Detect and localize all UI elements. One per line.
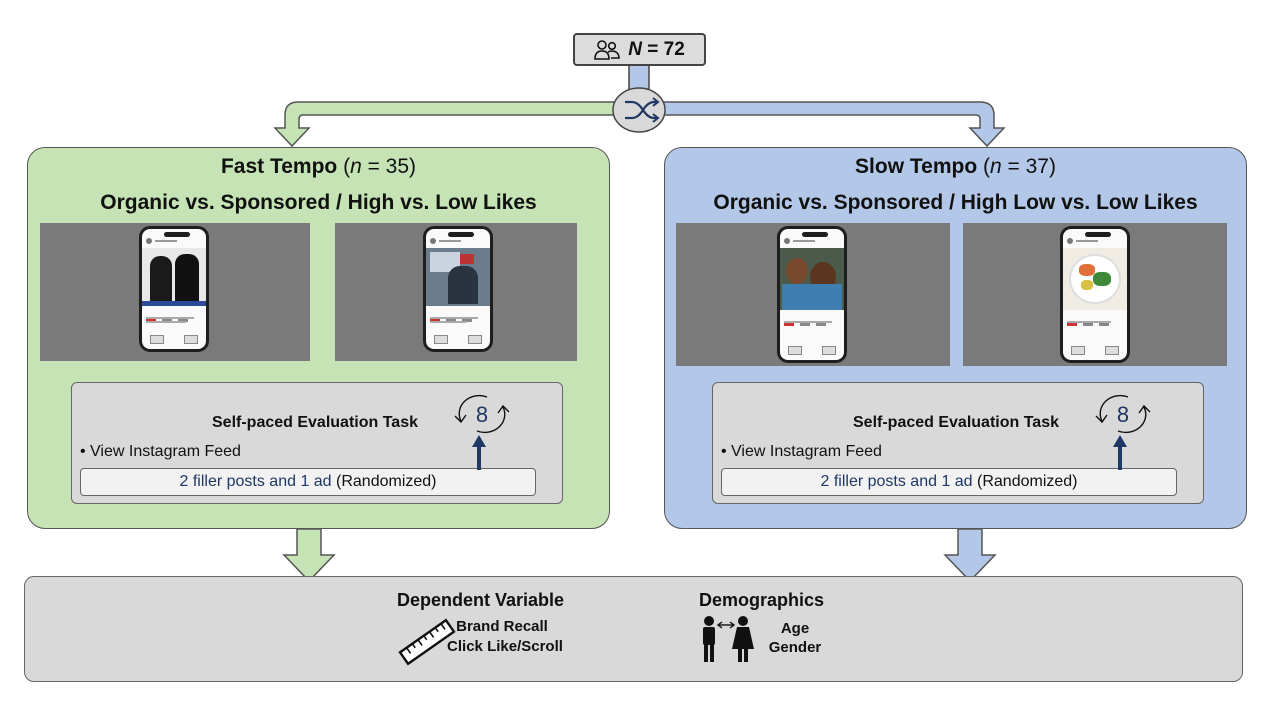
demographics-item: Age	[780, 620, 810, 637]
loop-icon: 8	[454, 394, 510, 434]
phone-mockup	[777, 226, 847, 363]
ruler-icon	[398, 618, 456, 666]
phone-mockup	[139, 226, 209, 352]
loop-number: 8	[476, 402, 488, 427]
stimulus-image	[40, 223, 310, 361]
task-title: Self-paced Evaluation Task	[212, 414, 418, 431]
people-icon	[594, 39, 621, 60]
stimulus-image	[676, 223, 950, 366]
loop-number: 8	[1117, 402, 1129, 427]
fast-branch-arrow	[273, 101, 629, 148]
slow-branch-arrow	[651, 101, 1006, 148]
feed-composition: 2 filler posts and 1 ad (Randomized)	[721, 468, 1177, 496]
fast-tempo-condition: Fast Tempo (n = 35) Organic vs. Sponsore…	[27, 147, 610, 529]
shuffle-icon	[612, 87, 666, 133]
condition-title: Slow Tempo (n = 37)	[855, 155, 1056, 178]
outcomes-box: Dependent Variable Brand Recall Click Li…	[24, 576, 1243, 682]
dependent-item: Click Like/Scroll	[447, 638, 563, 655]
feed-composition: 2 filler posts and 1 ad (Randomized)	[80, 468, 536, 496]
condition-subtitle: Organic vs. Sponsored / High vs. Low Lik…	[100, 191, 537, 214]
stem-arrow	[628, 64, 650, 92]
fast-down-arrow	[282, 528, 336, 583]
dependent-variable-title: Dependent Variable	[397, 590, 565, 610]
stimulus-image	[335, 223, 577, 361]
task-bullet: • View Instagram Feed	[721, 443, 882, 460]
slow-down-arrow	[943, 528, 997, 583]
dependent-item: Brand Recall	[456, 618, 548, 635]
demographics-title: Demographics	[699, 590, 825, 610]
evaluation-task-box: Self-paced Evaluation Task • View Instag…	[71, 382, 563, 504]
up-arrow-icon	[472, 435, 486, 470]
participants-box: N = 72	[573, 33, 706, 66]
task-title: Self-paced Evaluation Task	[853, 414, 1059, 431]
up-arrow-icon	[1113, 435, 1127, 470]
condition-subtitle: Organic vs. Sponsored / High Low vs. Low…	[713, 191, 1198, 214]
phone-mockup	[1060, 226, 1130, 363]
man-woman-icon	[703, 616, 754, 662]
condition-title: Fast Tempo (n = 35)	[220, 155, 417, 178]
evaluation-task-box: Self-paced Evaluation Task • View Instag…	[712, 382, 1204, 504]
loop-icon: 8	[1095, 394, 1151, 434]
phone-mockup	[423, 226, 493, 352]
demographics-item: Gender	[768, 639, 822, 656]
slow-tempo-condition: Slow Tempo (n = 37) Organic vs. Sponsore…	[664, 147, 1247, 529]
stimulus-image	[963, 223, 1227, 366]
participants-label: N = 72	[628, 38, 685, 60]
task-bullet: • View Instagram Feed	[80, 443, 241, 460]
